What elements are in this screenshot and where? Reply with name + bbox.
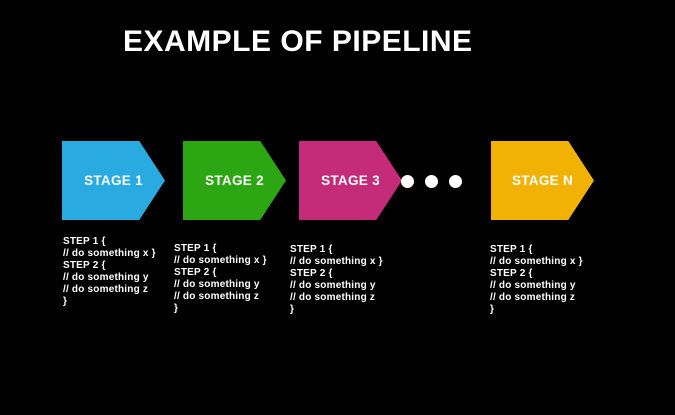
stage-3-arrow: STAGE 3 bbox=[299, 141, 402, 220]
stage-n-arrow: STAGE N bbox=[491, 141, 594, 220]
code-line: STEP 2 { bbox=[63, 260, 106, 271]
code-line: STEP 2 { bbox=[490, 268, 533, 279]
stage-n-label: STAGE N bbox=[511, 173, 574, 188]
code-line: // do something y bbox=[174, 279, 260, 290]
code-line: // do something x } bbox=[174, 255, 267, 266]
stage-1-arrow: STAGE 1 bbox=[62, 141, 165, 220]
code-line: // do something y bbox=[290, 280, 376, 291]
code-line: } bbox=[63, 296, 68, 307]
code-line: // do something z bbox=[63, 284, 149, 295]
code-line: // do something z bbox=[290, 292, 376, 303]
code-line: } bbox=[290, 304, 295, 315]
stage-n-steps-code: STEP 1 { // do something x } STEP 2 { //… bbox=[490, 244, 583, 316]
stage-1-label: STAGE 1 bbox=[84, 173, 143, 188]
code-line: STEP 1 { bbox=[490, 244, 533, 255]
code-line: // do something x } bbox=[490, 256, 583, 267]
code-line: STEP 1 { bbox=[174, 243, 217, 254]
code-line: } bbox=[490, 304, 495, 315]
code-line: // do something x } bbox=[290, 256, 383, 267]
code-line: STEP 1 { bbox=[63, 236, 106, 247]
stage-3-steps-code: STEP 1 { // do something x } STEP 2 { //… bbox=[290, 244, 383, 316]
ellipsis-dot bbox=[425, 175, 438, 188]
code-line: STEP 2 { bbox=[174, 267, 217, 278]
code-line: STEP 1 { bbox=[290, 244, 333, 255]
code-line: // do something y bbox=[490, 280, 576, 291]
code-line: // do something z bbox=[174, 291, 260, 302]
stage-2-steps-code: STEP 1 { // do something x } STEP 2 { //… bbox=[174, 243, 267, 315]
code-line: // do something y bbox=[63, 272, 149, 283]
stage-3-label: STAGE 3 bbox=[321, 173, 380, 188]
code-line: // do something z bbox=[490, 292, 576, 303]
ellipsis-dots bbox=[401, 175, 462, 188]
ellipsis-dot bbox=[449, 175, 462, 188]
stage-2-arrow: STAGE 2 bbox=[183, 141, 286, 220]
stage-1-steps-code: STEP 1 { // do something x } STEP 2 { //… bbox=[63, 236, 156, 308]
code-line: // do something x } bbox=[63, 248, 156, 259]
stage-2-label: STAGE 2 bbox=[205, 173, 264, 188]
page-title: EXAMPLE OF PIPELINE bbox=[123, 25, 473, 58]
code-line: } bbox=[174, 303, 179, 314]
code-line: STEP 2 { bbox=[290, 268, 333, 279]
ellipsis-dot bbox=[401, 175, 414, 188]
